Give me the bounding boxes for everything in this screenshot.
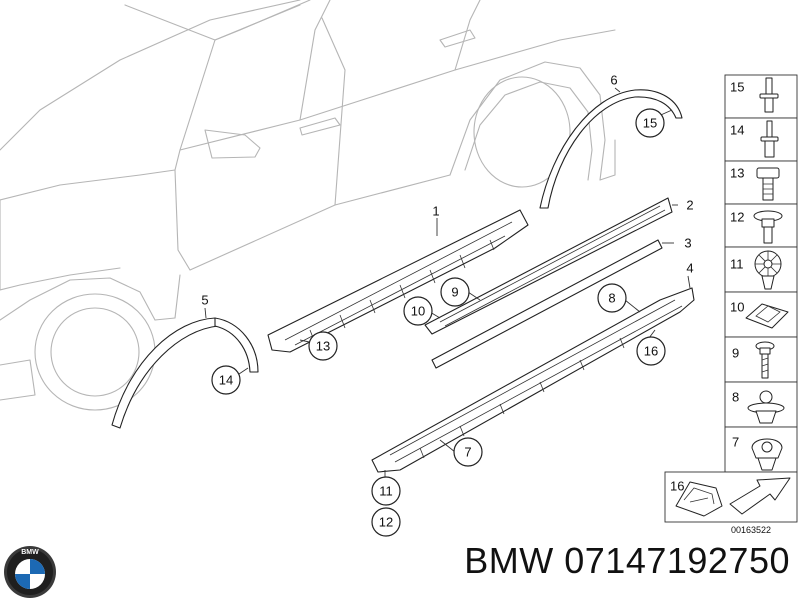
long-rivet-icon — [760, 120, 779, 158]
expansion-clip-icon — [754, 250, 782, 290]
callout-4: 4 — [686, 261, 693, 276]
svg-text:16: 16 — [644, 344, 658, 359]
reference-code: 00163522 — [731, 525, 771, 535]
callout-13: 13 — [308, 331, 338, 361]
callout-9: 9 — [440, 277, 470, 307]
svg-text:BMW: BMW — [21, 549, 39, 556]
callout-10: 10 — [403, 296, 433, 326]
legend-label-16: 16 — [670, 479, 684, 494]
rivet-pin-icon — [759, 77, 779, 113]
legend-label-13: 13 — [730, 166, 744, 181]
svg-text:13: 13 — [316, 339, 330, 354]
svg-text:12: 12 — [379, 515, 393, 530]
svg-text:14: 14 — [219, 373, 233, 388]
callout-11: 11 — [371, 476, 401, 506]
fastener-legend: 15 14 13 12 11 10 9 8 7 16 — [664, 74, 798, 535]
callout-7: 7 — [453, 437, 483, 467]
square-clip-icon — [745, 303, 789, 329]
bmw-logo-icon: BMW — [4, 546, 56, 598]
legend-label-8: 8 — [732, 390, 739, 405]
screw-icon — [755, 341, 775, 379]
spring-nut-icon — [751, 438, 783, 471]
legend-label-15: 15 — [730, 80, 744, 95]
legend-label-10: 10 — [730, 300, 744, 315]
callout-3: 3 — [684, 236, 691, 251]
callout-2: 2 — [686, 198, 693, 213]
callout-14: 14 — [211, 365, 241, 395]
rail-strip — [431, 239, 674, 369]
running-board — [424, 197, 678, 335]
legend-label-11: 11 — [730, 257, 744, 272]
svg-text:11: 11 — [379, 484, 393, 499]
callout-12: 12 — [371, 507, 401, 537]
part-number-caption: BMW 07147192750 — [464, 540, 790, 581]
wheel-arch-trim-front — [111, 307, 259, 429]
car-outline — [0, 0, 616, 411]
legend-label-12: 12 — [730, 210, 744, 225]
callout-1: 1 — [432, 204, 439, 219]
callout-5: 5 — [201, 293, 208, 308]
callout-16: 16 — [636, 336, 666, 366]
svg-text:10: 10 — [411, 304, 425, 319]
legend-label-9: 9 — [732, 346, 739, 361]
legend-label-14: 14 — [730, 123, 744, 138]
svg-text:9: 9 — [451, 285, 458, 300]
side-sill-cover — [371, 275, 695, 473]
flange-screw-icon — [753, 210, 783, 244]
hex-bolt-icon — [756, 167, 780, 201]
mount-bracket-icon — [675, 481, 723, 517]
svg-text:7: 7 — [464, 445, 471, 460]
wheel-arch-trim-rear — [539, 87, 683, 209]
callout-8: 8 — [597, 283, 627, 313]
svg-text:15: 15 — [643, 116, 657, 131]
callout-15: 15 — [635, 108, 665, 138]
legend-label-7: 7 — [732, 435, 739, 450]
direction-arrow-icon — [729, 477, 791, 515]
callout-6: 6 — [610, 73, 617, 88]
push-clip-icon — [747, 390, 785, 424]
svg-text:8: 8 — [608, 291, 615, 306]
